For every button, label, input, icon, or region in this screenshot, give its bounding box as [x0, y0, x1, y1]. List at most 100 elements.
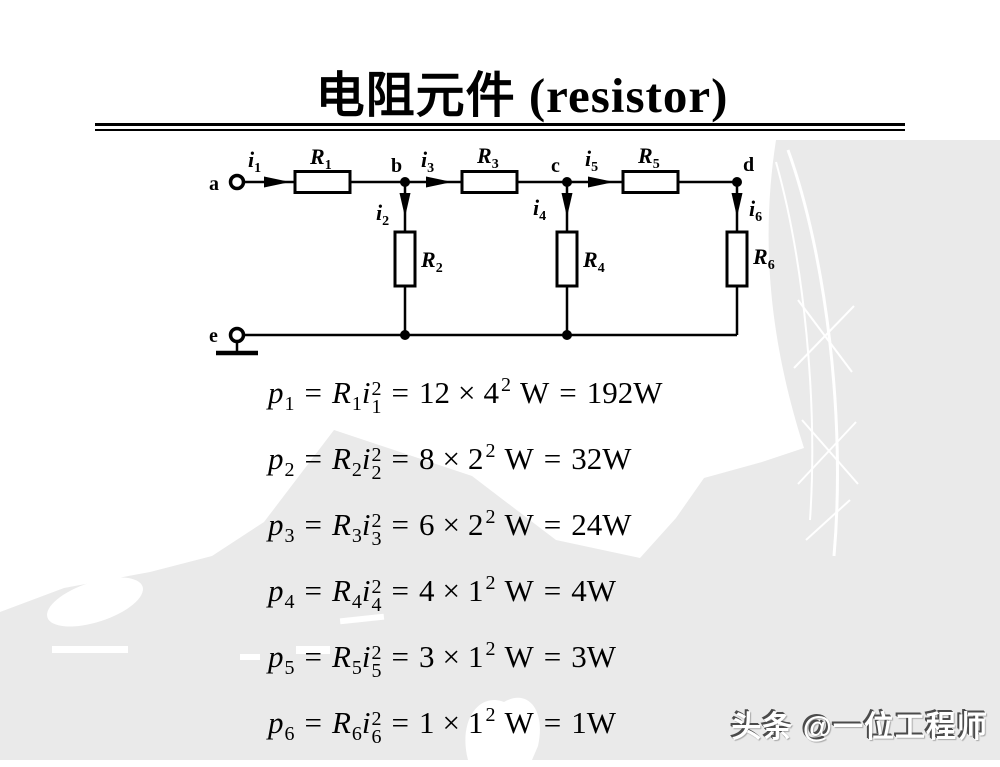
resistor-R2-box: [393, 230, 417, 288]
resistance-value: 4: [419, 573, 435, 608]
node-d-dot: [732, 177, 742, 187]
equals-sign: =: [559, 375, 577, 410]
photo-lattice: [793, 299, 859, 541]
resistor-R3-box: [460, 170, 519, 194]
page-title: 电阻元件 (resistor): [315, 68, 729, 123]
resistor-R6-box: [725, 230, 749, 288]
equals-sign: =: [543, 573, 562, 608]
times-sign: ×: [442, 573, 461, 608]
node-c-dot: [562, 177, 572, 187]
times-sign: ×: [442, 705, 461, 740]
photo-white-patches: [52, 613, 540, 760]
circuit-diagram: a e b c d i1 i3 i5 i2 i4 i6 R1 R3 R5 R2 …: [209, 143, 775, 356]
resistor-R4-box: [555, 230, 579, 288]
i-subscript: 6: [371, 726, 382, 748]
ground-symbol: [216, 341, 258, 356]
i-exponent: 2: [371, 444, 382, 466]
current-exponent: 2: [501, 374, 512, 396]
i-subscript: 1: [371, 396, 382, 418]
power-result: 1W: [571, 705, 617, 740]
current-value: 2: [468, 507, 484, 542]
label-R5: R5: [637, 143, 660, 172]
photo-dish-region: [768, 140, 1000, 448]
current-arrow-i5: [588, 176, 614, 188]
current-arrow-i6: [731, 193, 743, 217]
current-arrow-i3: [426, 176, 452, 188]
R-symbol: R: [331, 573, 351, 608]
watt-unit: W: [504, 507, 534, 542]
R-symbol: R: [331, 375, 351, 410]
i-symbol: i: [361, 573, 371, 608]
current-arrow-i1: [264, 176, 290, 188]
photo-ground-region: [0, 430, 1000, 760]
p-subscript: 1: [284, 393, 295, 415]
title-rule-bottom: [95, 129, 905, 131]
equals-sign: =: [304, 573, 322, 608]
power-result: 4W: [571, 573, 617, 608]
equals-sign: =: [391, 705, 410, 740]
p-subscript: 6: [284, 723, 295, 745]
i-subscript: 3: [371, 528, 382, 550]
current-exponent: 2: [485, 704, 496, 726]
watermark: 头条 @一位工程师: [731, 711, 988, 744]
title-rule-top: [95, 123, 905, 126]
i-symbol: i: [361, 507, 371, 542]
R-subscript: 5: [351, 657, 362, 679]
node-b-bottom-dot: [400, 330, 410, 340]
resistor-R1-box: [293, 170, 352, 194]
label-node-d: d: [743, 154, 754, 176]
label-terminal-a: a: [209, 173, 219, 195]
p-subscript: 5: [284, 657, 295, 679]
background-photo: [0, 140, 1000, 760]
resistor-R5-box: [621, 170, 680, 194]
label-i2: i2: [376, 200, 389, 229]
label-i5: i5: [585, 146, 598, 175]
terminal-e: [228, 326, 246, 344]
i-exponent: 2: [371, 642, 382, 664]
equals-sign: =: [391, 573, 410, 608]
current-exponent: 2: [485, 638, 496, 660]
current-value: 2: [468, 441, 484, 476]
resistance-value: 3: [419, 639, 435, 674]
p-subscript: 4: [284, 591, 295, 613]
equals-sign: =: [304, 639, 322, 674]
equals-sign: =: [543, 441, 562, 476]
times-sign: ×: [458, 375, 476, 410]
watt-unit: W: [504, 639, 534, 674]
i-exponent: 2: [371, 510, 382, 532]
p-symbol: p: [268, 639, 284, 674]
current-value: 1: [468, 705, 484, 740]
equals-sign: =: [391, 507, 410, 542]
times-sign: ×: [442, 639, 461, 674]
node-c-bottom-dot: [562, 330, 572, 340]
photo-dish-rim-inner: [775, 161, 814, 521]
times-sign: ×: [442, 507, 461, 542]
R-subscript: 1: [351, 393, 362, 415]
current-value: 1: [468, 639, 484, 674]
current-exponent: 2: [485, 506, 496, 528]
R-symbol: R: [331, 705, 351, 740]
equals-sign: =: [391, 441, 410, 476]
resistance-value: 6: [419, 507, 435, 542]
resistance-value: 8: [419, 441, 435, 476]
node-b-dot: [400, 177, 410, 187]
current-exponent: 2: [485, 440, 496, 462]
photo-small-dish: [47, 577, 143, 627]
label-node-b: b: [391, 155, 402, 177]
resistance-value: 1: [419, 705, 435, 740]
equals-sign: =: [391, 639, 410, 674]
R-symbol: R: [331, 441, 351, 476]
equals-sign: =: [391, 375, 410, 410]
